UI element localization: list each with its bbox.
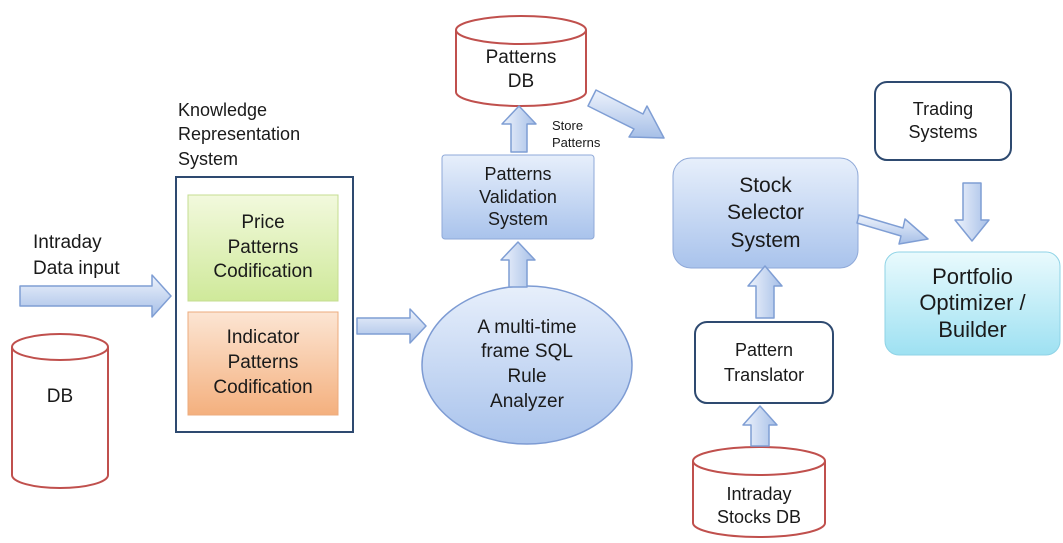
db-cylinder	[11, 333, 109, 489]
pattern-translator-box	[694, 321, 834, 404]
stocksdb-to-translator-arrow	[742, 405, 778, 447]
rule-analyzer-label: A multi-time frame SQL Rule Analyzer	[477, 316, 577, 412]
trading-systems-box	[874, 81, 1012, 161]
intraday-stocks-db-cylinder	[692, 446, 826, 538]
store-patterns-arrow	[501, 105, 537, 153]
indicator-patterns-box	[187, 311, 339, 416]
indicator-patterns-label: Indicator Patterns Codification	[213, 327, 313, 398]
analyzer-to-validation-arrow	[500, 241, 536, 288]
patterns-db-cylinder	[455, 15, 587, 107]
db-to-selector-arrow	[587, 89, 665, 139]
input-arrow	[19, 274, 172, 318]
db-label: DB	[46, 385, 74, 407]
portfolio-optimizer-box	[884, 251, 1061, 356]
translator-to-selector-arrow	[747, 265, 783, 319]
trading-systems-label: Trading Systems	[908, 98, 978, 142]
stock-selector-label: Stock Selector System	[726, 174, 805, 252]
pattern-translator-label: Pattern Translator	[723, 340, 805, 385]
price-patterns-box	[187, 194, 339, 302]
krs-to-analyzer-arrow	[356, 308, 427, 344]
validation-system-label: Patterns Validation System	[479, 164, 557, 230]
krs-title: Knowledge Representation System	[178, 100, 301, 169]
patterns-db-label: Patterns DB	[485, 47, 557, 92]
store-patterns-label: Store Patterns	[552, 118, 601, 150]
intraday-input-label: Intraday Data input	[33, 232, 120, 279]
price-patterns-label: Price Patterns Codification	[213, 211, 313, 283]
intraday-stocks-db-label: Intraday Stocks DB	[716, 483, 802, 527]
validation-system-box	[441, 154, 595, 240]
selector-to-portfolio-arrow	[856, 214, 929, 245]
trading-to-portfolio-arrow	[954, 182, 990, 242]
portfolio-optimizer-label: Portfolio Optimizer / Builder	[919, 263, 1026, 342]
